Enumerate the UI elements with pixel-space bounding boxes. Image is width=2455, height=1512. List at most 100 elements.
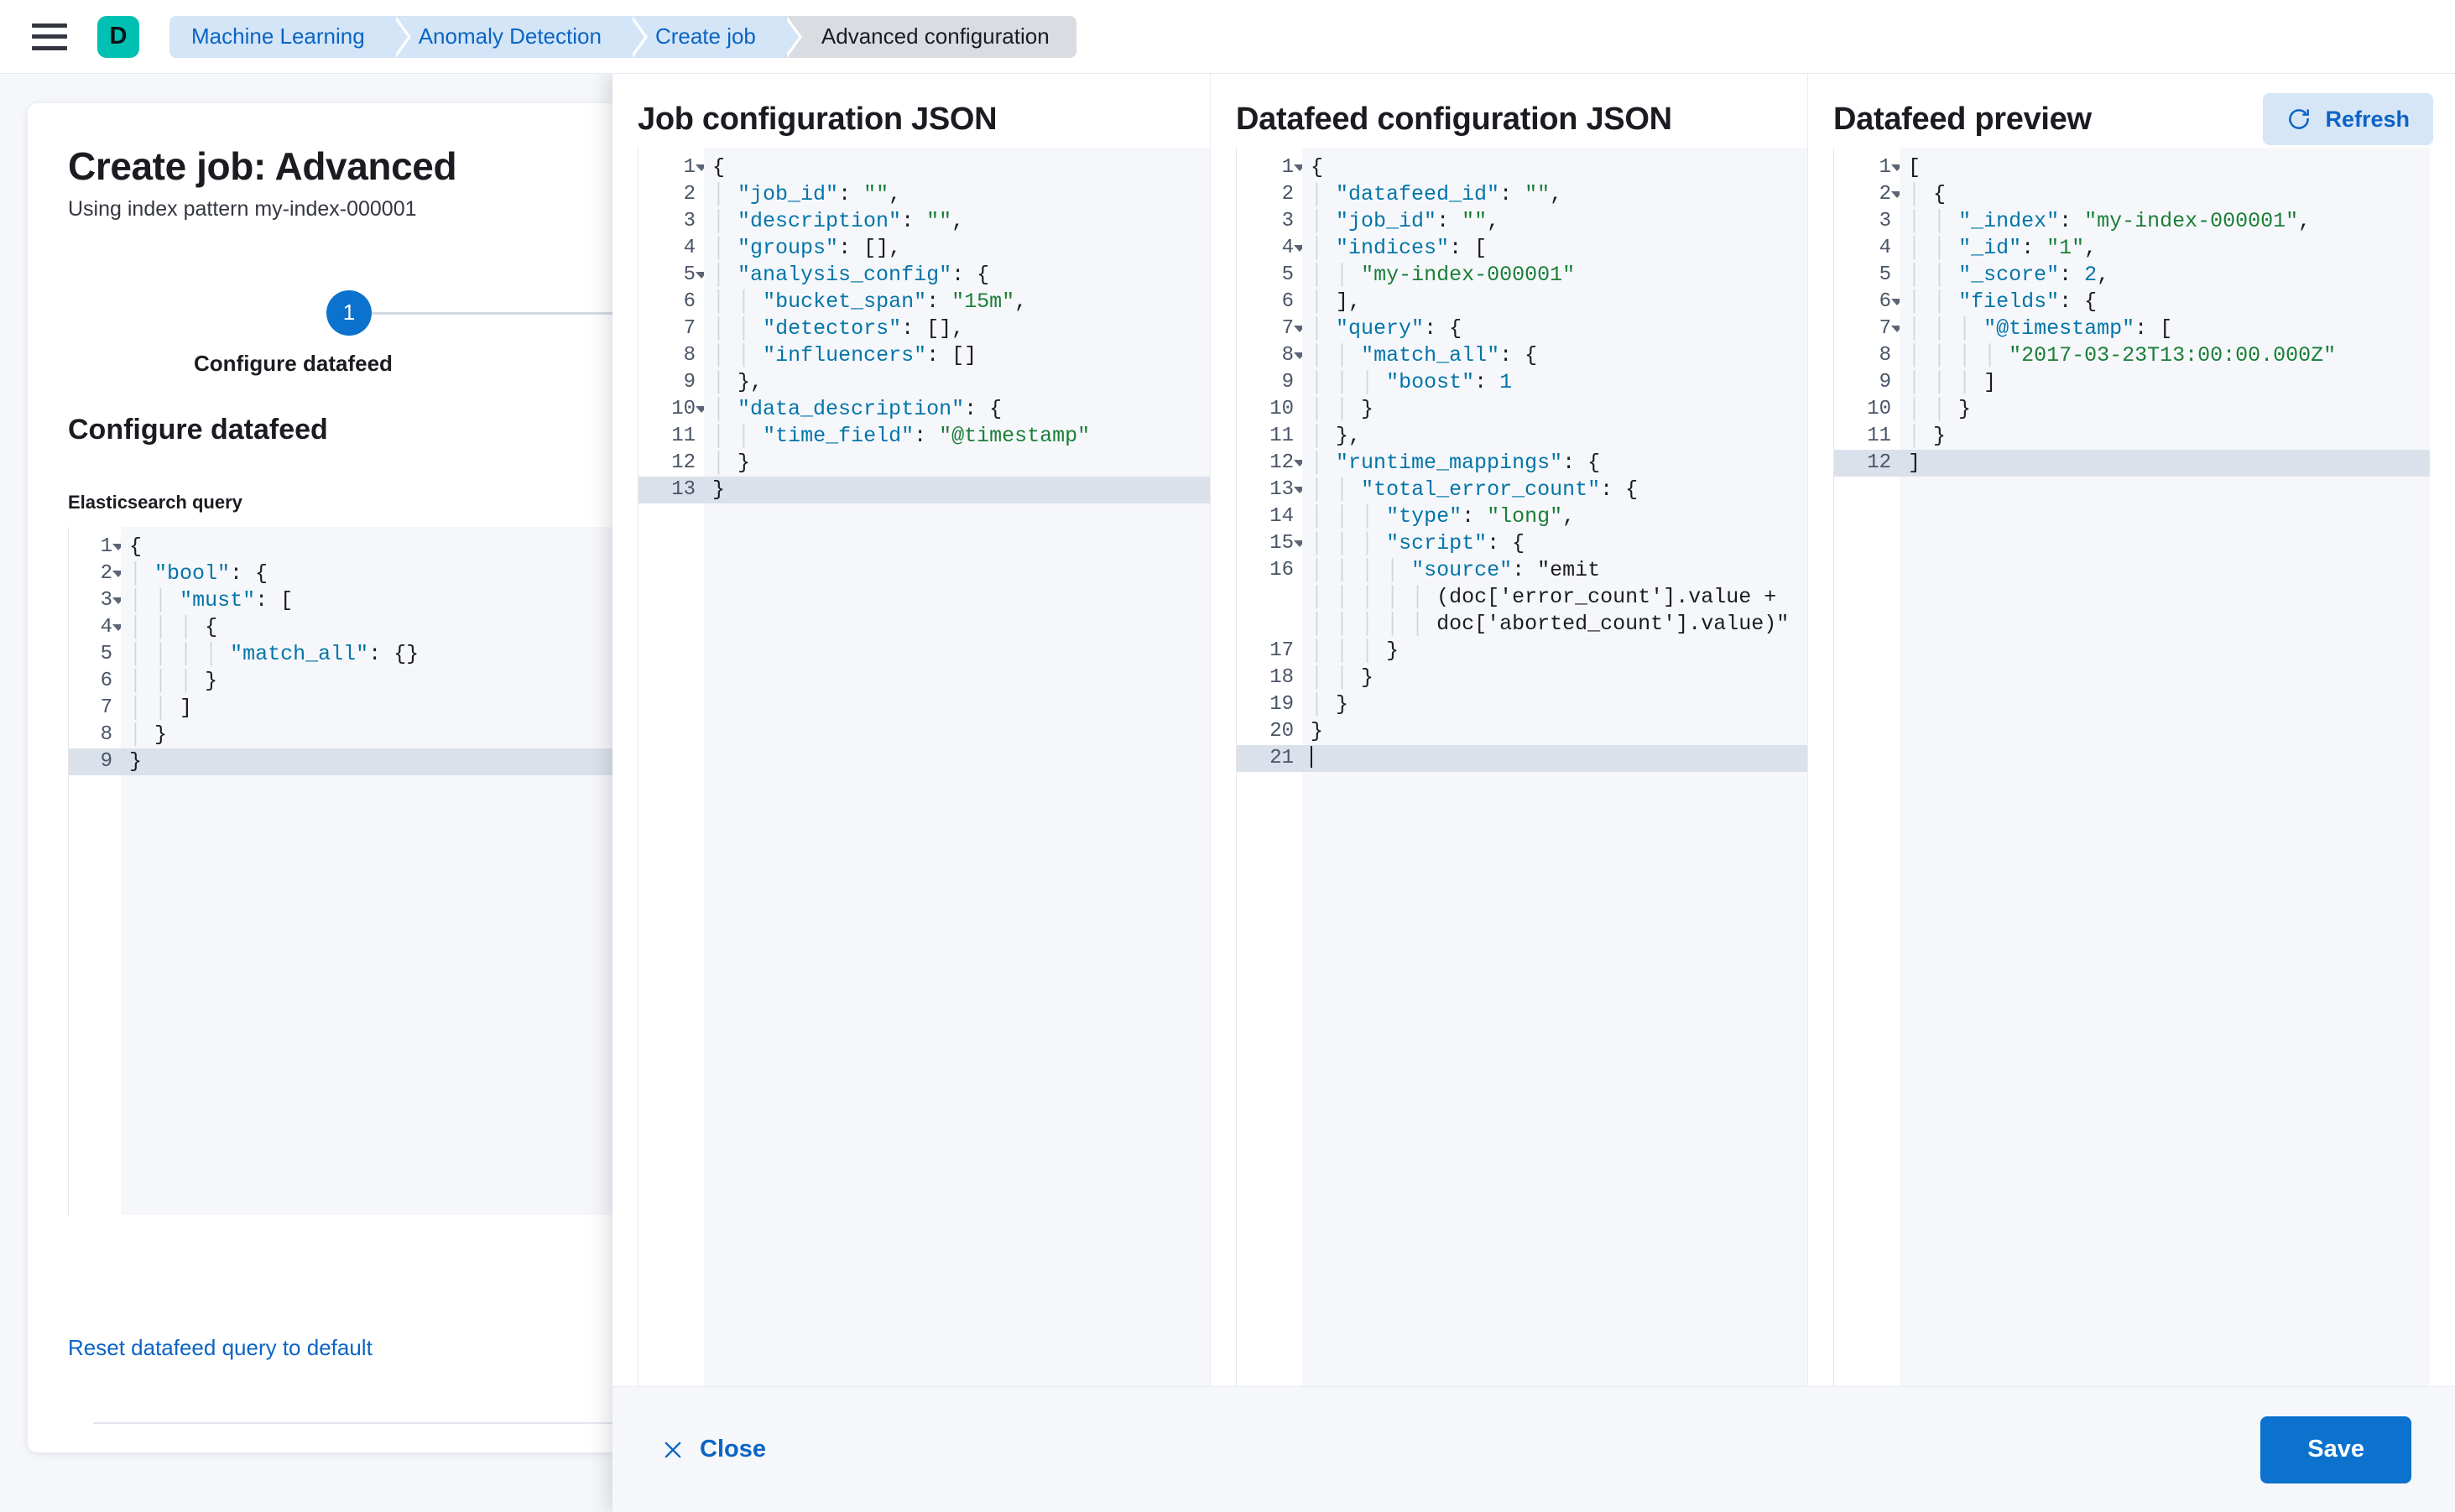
editor-line-number: 11 xyxy=(671,425,696,447)
close-button[interactable]: Close xyxy=(656,1435,771,1464)
editor-code-line: ] xyxy=(1900,450,2430,477)
breadcrumb-item-create-job[interactable]: Create job xyxy=(629,15,802,58)
editor-code-line: │ │ } xyxy=(1908,397,1972,421)
code-fold-toggle-icon[interactable] xyxy=(1294,540,1306,547)
top-navigation-bar: D Machine Learning Anomaly Detection Cre… xyxy=(0,0,2455,74)
refresh-icon xyxy=(2289,109,2310,129)
code-fold-toggle-icon[interactable] xyxy=(112,597,124,604)
editor-line-number: 12 xyxy=(1237,450,1306,477)
editor-code-line: │ │ "match_all": { xyxy=(1311,343,1538,368)
editor-line-number: 7 xyxy=(1834,315,1903,342)
save-button[interactable]: Save xyxy=(2260,1416,2411,1483)
editor-line-number: 2 xyxy=(1281,183,1294,206)
editor-line-number: 19 xyxy=(1269,693,1294,716)
code-fold-toggle-icon[interactable] xyxy=(1891,191,1903,198)
breadcrumb-label: Machine Learning xyxy=(191,23,365,49)
editor-code-line: │ } xyxy=(712,451,751,475)
editor-code-line: │ }, xyxy=(712,370,764,394)
editor-code-line: { xyxy=(129,534,143,559)
editor-code-line: [ xyxy=(1908,155,1921,180)
breadcrumb-item-advanced-configuration[interactable]: Advanced configuration xyxy=(784,15,1076,58)
editor-code-line: { xyxy=(1311,155,1324,180)
code-fold-toggle-icon[interactable] xyxy=(112,543,124,550)
column-header-job-configuration: Job configuration JSON xyxy=(612,74,1210,148)
reset-datafeed-query-link[interactable]: Reset datafeed query to default xyxy=(68,1335,373,1360)
editor-line-number: 12 xyxy=(671,451,696,474)
editor-code-area[interactable]: {│ "datafeed_id": "",│ "job_id": "",│ "i… xyxy=(1302,148,1807,1386)
column-header-datafeed-preview: Datafeed preview Refresh xyxy=(1808,74,2455,148)
wizard-stepper: 1 xyxy=(68,289,619,336)
code-fold-toggle-icon[interactable] xyxy=(1891,299,1903,305)
editor-line-number: 5 xyxy=(1281,263,1294,286)
editor-code-area[interactable]: {│ "bool": {│ │ "must": [│ │ │ {│ │ │ │ … xyxy=(121,526,619,1215)
editor-line-number: 9 xyxy=(1879,371,1891,394)
brand-logo[interactable]: D xyxy=(97,15,139,58)
editor-line-number: 18 xyxy=(1269,666,1294,689)
breadcrumb-label: Advanced configuration xyxy=(821,23,1050,49)
breadcrumb-label: Anomaly Detection xyxy=(418,23,602,49)
editor-code-line: │ │ "must": [ xyxy=(129,587,294,613)
editor-line-number: 6 xyxy=(100,669,112,692)
refresh-button[interactable]: Refresh xyxy=(2263,93,2433,145)
code-fold-toggle-icon[interactable] xyxy=(1294,245,1306,252)
editor-line-number: 5 xyxy=(639,262,707,289)
stepper-connector-line xyxy=(370,311,619,315)
editor-line-number: 11 xyxy=(1269,425,1294,447)
editor-line-number: 4 xyxy=(683,237,696,259)
editor-code-line: │ │ │ ] xyxy=(1908,370,1997,394)
editor-code-line: │ │ "_index": "my-index-000001", xyxy=(1908,209,2312,233)
editor-line-number: 10 xyxy=(1867,398,1891,420)
breadcrumb-item-machine-learning[interactable]: Machine Learning xyxy=(169,15,411,58)
editor-line-number: 8 xyxy=(1237,342,1306,369)
editor-line-number: 1 xyxy=(1237,154,1306,181)
editor-line-number: 9 xyxy=(1281,371,1294,394)
editor-code-line: │ │ "my-index-000001" xyxy=(1311,263,1576,287)
editor-line-number: 20 xyxy=(1269,720,1294,743)
page-title: Create job: Advanced xyxy=(68,144,457,188)
editor-line-number: 3 xyxy=(1879,210,1891,232)
editor-line-number: 10 xyxy=(639,396,707,423)
code-fold-toggle-icon[interactable] xyxy=(1891,326,1903,332)
editor-code-area[interactable]: {│ "job_id": "",│ "description": "",│ "g… xyxy=(704,148,1210,1386)
code-fold-toggle-icon[interactable] xyxy=(1294,460,1306,467)
editor-line-number: 6 xyxy=(1834,289,1903,315)
hamburger-icon[interactable] xyxy=(32,23,67,50)
editor-code-area[interactable]: [│ {│ │ "_index": "my-index-000001",│ │ … xyxy=(1900,148,2430,1386)
code-fold-toggle-icon[interactable] xyxy=(1294,487,1306,493)
code-fold-toggle-icon[interactable] xyxy=(1294,164,1306,171)
code-fold-toggle-icon[interactable] xyxy=(696,272,707,279)
breadcrumb-item-anomaly-detection[interactable]: Anomaly Detection xyxy=(393,15,648,58)
editor-line-number: 11 xyxy=(1867,425,1891,447)
code-fold-toggle-icon[interactable] xyxy=(1294,326,1306,332)
breadcrumb-notch xyxy=(392,15,408,58)
code-fold-toggle-icon[interactable] xyxy=(696,406,707,413)
code-fold-toggle-icon[interactable] xyxy=(112,623,124,631)
editor-line-number: 8 xyxy=(683,344,696,367)
column-title: Datafeed preview xyxy=(1833,101,2092,137)
editor-code-line: │ │ "time_field": "@timestamp" xyxy=(712,424,1091,448)
editor-code-line: { xyxy=(712,155,726,180)
breadcrumb: Machine Learning Anomaly Detection Creat… xyxy=(169,15,1076,58)
editor-code-line: │ │ │ │ "match_all": {} xyxy=(129,641,420,666)
editor-line-number: 1 xyxy=(69,534,124,560)
refresh-button-label: Refresh xyxy=(2325,106,2410,132)
code-fold-toggle-icon[interactable] xyxy=(112,570,124,577)
code-fold-toggle-icon[interactable] xyxy=(696,164,707,171)
editor-code-line: │ }, xyxy=(1311,424,1362,448)
editor-code-line: │ } xyxy=(129,722,168,747)
editor-line-number: 5 xyxy=(100,642,112,665)
editor-code-line: │ │ │ │ "source": "emit│ │ │ │ │ (doc['e… xyxy=(1311,558,1790,636)
editor-code-line: │ "data_description": { xyxy=(712,397,1003,421)
code-fold-toggle-icon[interactable] xyxy=(1294,352,1306,359)
code-fold-toggle-icon[interactable] xyxy=(1891,164,1903,171)
stepper-step-1-circle[interactable]: 1 xyxy=(326,289,372,336)
editor-line-number: 17 xyxy=(1269,639,1294,662)
editor-code-line: │ │ ] xyxy=(129,695,193,720)
